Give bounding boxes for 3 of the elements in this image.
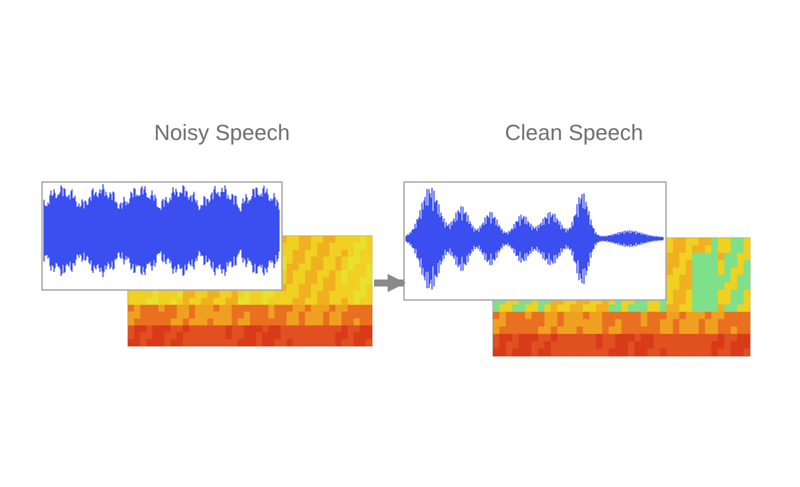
- arrow: [374, 274, 406, 292]
- heading: Noisy Speech: [153, 120, 291, 146]
- heading: Clean Speech: [504, 120, 644, 146]
